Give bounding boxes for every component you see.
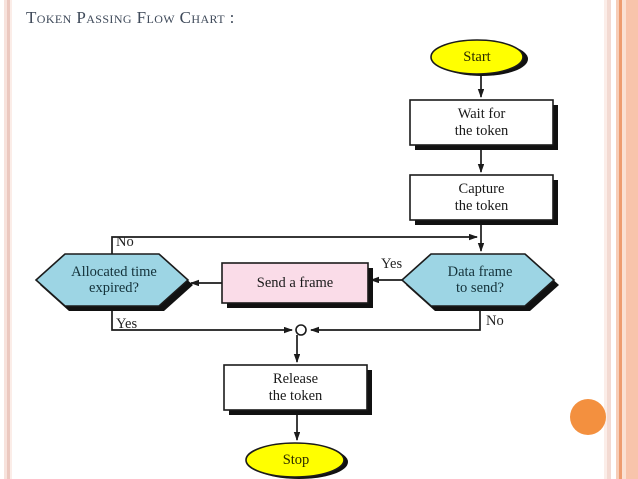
node-dataframe[interactable]: [400, 253, 556, 307]
node-junction: [295, 324, 307, 336]
right-border-stripe-salmon: [619, 0, 622, 479]
node-wait[interactable]: [409, 99, 554, 146]
node-capture[interactable]: [409, 174, 554, 221]
edge-dataframe-no-junction: [310, 306, 481, 334]
right-border-stripe-peach: [616, 0, 619, 479]
orange-dot-icon: [570, 399, 606, 435]
left-border-stripe-rose: [7, 0, 10, 479]
right-border-stripe-light: [622, 0, 626, 479]
left-border-stripe-faint: [10, 0, 12, 479]
left-border-stripe-pale: [4, 0, 7, 479]
edge-allocated-yes-junction: [111, 306, 293, 334]
right-border-gap: [611, 0, 616, 479]
node-allocated[interactable]: [34, 253, 190, 307]
page-title: Token Passing Flow Chart :: [26, 8, 235, 27]
node-stop[interactable]: [245, 442, 345, 478]
edge-allocated-no-feedback: [111, 233, 478, 254]
node-sendframe[interactable]: [221, 262, 369, 304]
edge-label-no-right: No: [486, 313, 504, 329]
node-start[interactable]: [430, 39, 524, 75]
node-bodies: [34, 39, 556, 478]
right-border-stripe-faint: [604, 0, 607, 479]
edge-label-yes-right: Yes: [381, 256, 403, 272]
edge-label-no-top: No: [116, 234, 134, 250]
right-border-stripe-wide: [626, 0, 638, 479]
node-release[interactable]: [223, 364, 368, 411]
right-border-stripe-pale: [607, 0, 611, 479]
edge-label-yes-bottom: Yes: [116, 316, 138, 332]
